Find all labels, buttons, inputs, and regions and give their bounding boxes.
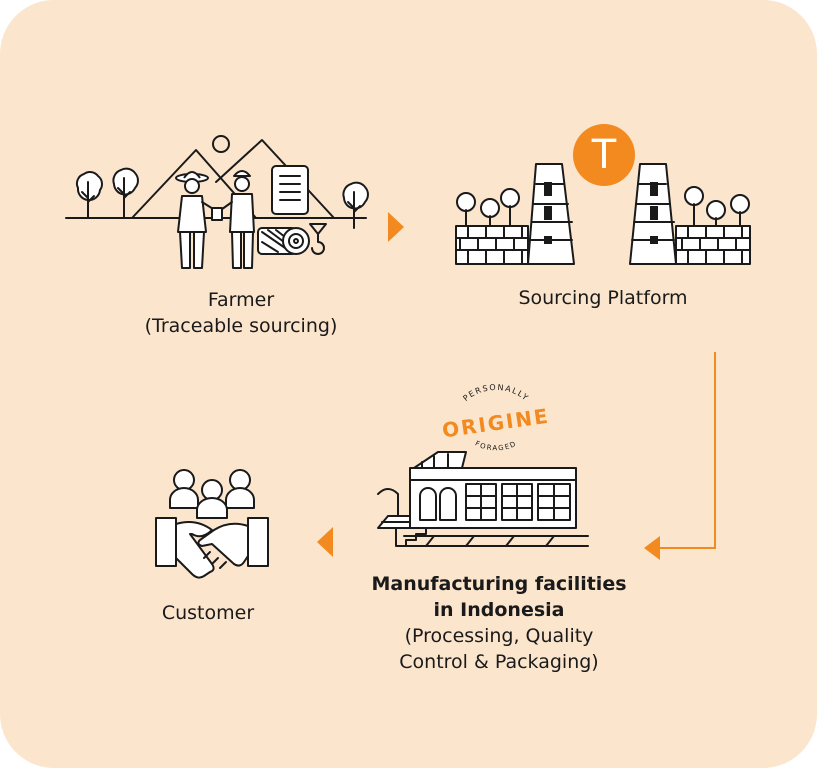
platform-label: Sourcing Platform (488, 285, 718, 311)
farmer-icon (65, 135, 369, 269)
manufacturing-title-line2: in Indonesia (433, 599, 565, 621)
customer-handshake-icon (155, 469, 269, 579)
svg-text:PERSONALLY: PERSONALLY (461, 383, 530, 403)
platform-title: Sourcing Platform (518, 287, 688, 309)
arrow-left-icon (317, 527, 333, 557)
origine-logo: PERSONALLY ORIGINE FORAGED (441, 383, 551, 453)
farmer-subtitle: (Traceable sourcing) (144, 315, 338, 337)
farmer-label: Farmer (Traceable sourcing) (116, 287, 366, 339)
customer-label: Customer (130, 600, 286, 626)
arrow-right-icon (388, 212, 404, 242)
manufacturing-label: Manufacturing facilities in Indonesia (P… (368, 571, 630, 675)
manufacturing-subtitle-line1: (Processing, Quality (404, 625, 594, 647)
manufacturing-title-line1: Manufacturing facilities (371, 573, 627, 595)
factory-icon (377, 451, 589, 547)
svg-text:ORIGINE: ORIGINE (441, 404, 551, 443)
manufacturing-subtitle-line2: Control & Packaging) (399, 651, 599, 673)
sourcing-platform-logo-badge: T (573, 124, 635, 186)
connector-arrow-icon (644, 352, 716, 560)
farmer-title: Farmer (207, 289, 275, 311)
sourcing-platform-icon (455, 163, 751, 265)
customer-title: Customer (161, 602, 255, 624)
